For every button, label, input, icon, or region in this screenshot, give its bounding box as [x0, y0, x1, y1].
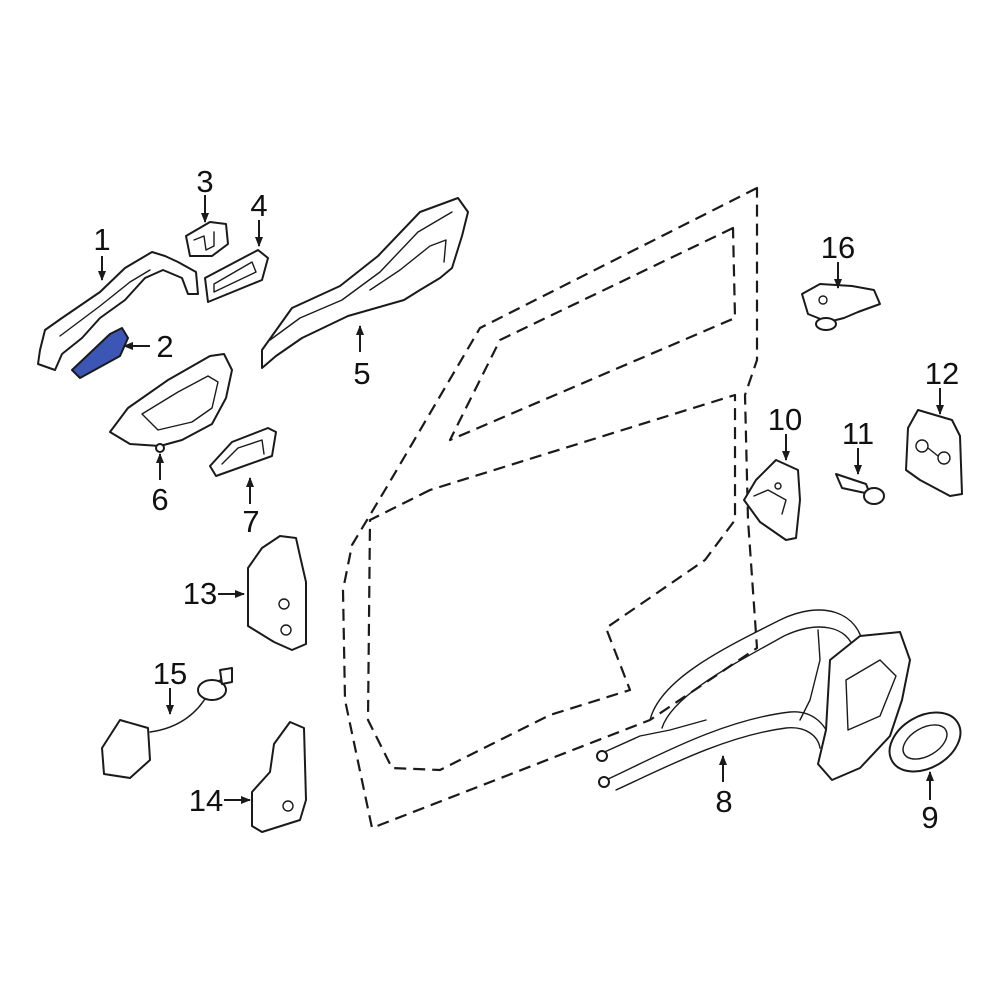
callout-5: 5 — [353, 356, 370, 391]
callout-2: 2 — [156, 329, 173, 364]
callout-12: 12 — [925, 356, 959, 391]
part-15-wire-connector — [101, 667, 233, 779]
part-6-inside-handle — [109, 353, 233, 453]
callout-10: 10 — [768, 402, 802, 437]
part-2-handle-trim-highlighted — [71, 327, 129, 379]
part-7-inside-handle-bezel — [209, 427, 277, 477]
callout-4: 4 — [250, 188, 267, 223]
callout-3: 3 — [196, 164, 213, 199]
part-11-screw — [835, 473, 885, 505]
part-1-outside-handle — [37, 251, 199, 371]
callout-9: 9 — [921, 800, 938, 835]
part-12-striker-plate — [905, 409, 963, 497]
callout-8: 8 — [715, 784, 732, 819]
callout-14: 14 — [189, 783, 223, 818]
part-8-door-latch-with-cables — [596, 609, 911, 791]
part-13-bracket — [247, 535, 307, 651]
part-16-door-switch — [801, 283, 881, 331]
part-4-handle-gasket — [204, 249, 269, 303]
callout-7: 7 — [242, 504, 259, 539]
part-10-striker — [743, 459, 801, 541]
part-14-cover — [251, 721, 307, 833]
part-9-grommet — [888, 711, 962, 773]
callout-1: 1 — [93, 222, 110, 257]
callout-15: 15 — [153, 656, 187, 691]
part-3-handle-cap — [185, 221, 229, 257]
callout-labels: 1 2 3 4 5 6 7 8 9 10 11 12 13 14 15 16 — [93, 164, 959, 835]
callout-11: 11 — [842, 416, 874, 451]
callout-13: 13 — [183, 576, 217, 611]
callout-6: 6 — [151, 482, 168, 517]
door-outline — [341, 186, 759, 830]
callout-leaders — [98, 195, 944, 804]
callout-16: 16 — [821, 230, 855, 265]
part-5-handle-frame — [261, 197, 469, 369]
